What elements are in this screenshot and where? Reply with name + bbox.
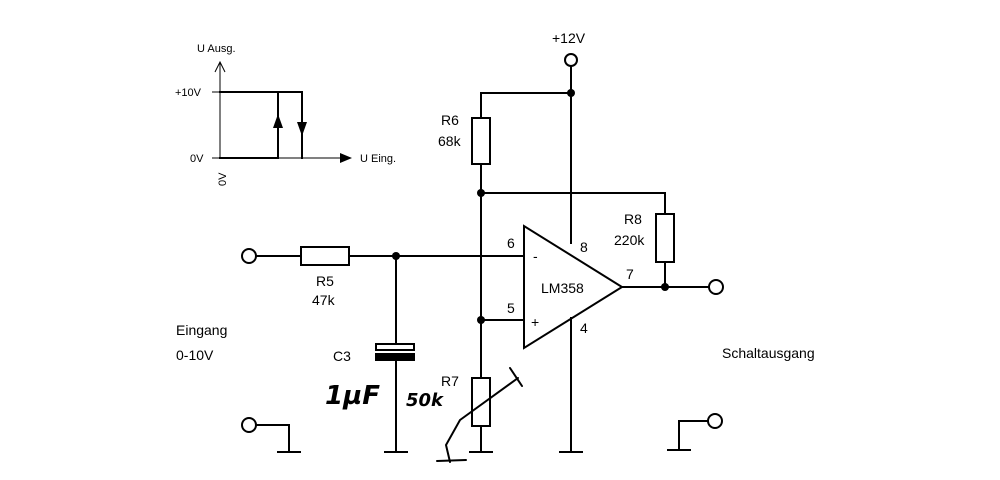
output-ground-terminal xyxy=(707,413,723,429)
c3-name: C3 xyxy=(333,348,351,364)
resistor-r6: R6 68k xyxy=(438,92,491,194)
supply-label: +12V xyxy=(552,30,586,46)
y-zero-tick-label: 0V xyxy=(190,153,204,165)
output-label: Schaltausgang xyxy=(722,345,815,361)
output-ground-wire xyxy=(678,420,709,451)
pin-6-label: 6 xyxy=(507,235,515,251)
r6-body xyxy=(471,117,491,165)
x-zero-tick-label: 0V xyxy=(217,172,229,186)
input-ground-wire xyxy=(255,424,290,453)
r6-value: 68k xyxy=(438,133,462,149)
y-high-tick-label: +10V xyxy=(175,87,202,99)
r7-body xyxy=(471,377,491,427)
hysteresis-graph: U Ausg. U Eing. +10V 0V 0V xyxy=(175,43,396,186)
pin-7-label: 7 xyxy=(626,266,634,282)
r8-value: 220k xyxy=(614,232,645,248)
x-axis-label: U Eing. xyxy=(360,153,396,165)
junction-dot xyxy=(661,283,669,291)
pin-8-label: 8 xyxy=(580,239,588,255)
input-label: Eingang xyxy=(176,322,227,338)
inverting-sign: - xyxy=(533,248,538,264)
r8-body xyxy=(655,213,675,263)
feedback-network: R8 220k xyxy=(477,189,675,288)
capacitor-c3: C3 1µF xyxy=(325,255,415,453)
input-ground-terminal xyxy=(241,417,257,433)
input-stage: R5 47k Eingang 0-10V xyxy=(176,246,525,453)
potentiometer-arrow xyxy=(444,367,523,463)
supply-rail: +12V xyxy=(480,30,586,244)
pin-5-label: 5 xyxy=(507,300,515,316)
r7-name: R7 xyxy=(441,373,459,389)
r6-name: R6 xyxy=(441,112,459,128)
r7-handwritten-value: 50k xyxy=(406,390,444,411)
supply-terminal xyxy=(564,53,578,67)
r5-body xyxy=(300,246,350,266)
r8-name: R8 xyxy=(624,211,642,227)
opamp-lm358: LM358 - + 6 5 8 4 7 xyxy=(507,224,634,453)
pin-4-label: 4 xyxy=(580,320,588,336)
opamp-triangle xyxy=(523,224,624,350)
divider-node xyxy=(477,192,525,379)
c3-plate-top xyxy=(375,343,415,351)
c3-handwritten-value: 1µF xyxy=(325,381,380,411)
y-axis-arrowhead xyxy=(214,60,226,73)
y-axis-label: U Ausg. xyxy=(197,43,236,55)
x-axis-arrowhead xyxy=(340,153,352,163)
junction-dot xyxy=(477,316,485,324)
opamp-name: LM358 xyxy=(541,280,584,296)
input-range: 0-10V xyxy=(176,347,214,363)
down-arrow-icon xyxy=(297,122,307,136)
input-terminal xyxy=(241,248,257,264)
junction-dot xyxy=(567,89,575,97)
r5-name: R5 xyxy=(316,273,334,289)
r5-value: 47k xyxy=(312,292,336,308)
up-arrow-icon xyxy=(273,114,283,128)
resistor-r7: R7 50k xyxy=(406,367,523,463)
handwritten-ground-line xyxy=(436,459,467,462)
noninverting-sign: + xyxy=(531,314,539,330)
output-stage: Schaltausgang xyxy=(621,279,815,451)
output-terminal xyxy=(708,279,724,295)
